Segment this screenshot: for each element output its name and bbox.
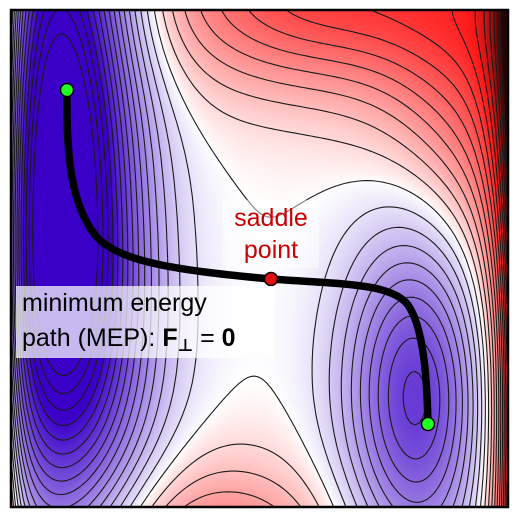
saddle-label-backdrop — [223, 200, 319, 268]
mep-label-prefix: path (MEP): — [22, 324, 162, 352]
contour-line — [489, 10, 508, 266]
end-minimum-marker — [420, 416, 436, 432]
contour-line — [184, 10, 495, 507]
plot-frame — [9, 8, 510, 509]
mep-label-line2: path (MEP): F⊥ = 0 — [22, 324, 236, 355]
contour-line — [11, 10, 474, 507]
contour-line — [11, 10, 493, 507]
contour-line — [200, 10, 498, 507]
contour-line — [493, 10, 508, 232]
contour-line — [11, 10, 486, 507]
mep-label-equals: = — [193, 324, 222, 352]
start-minimum-marker — [59, 82, 75, 98]
contour-line — [221, 10, 500, 507]
contour-line — [11, 10, 463, 507]
mep-label-line1: minimum energy — [22, 289, 207, 317]
mep-label-backdrop — [16, 286, 274, 358]
mep-label-zero: 0 — [222, 324, 236, 352]
contour-line — [451, 10, 507, 507]
mep-label-subscript: ⊥ — [178, 336, 194, 355]
mep-label-force: F — [162, 324, 177, 352]
contour-line — [248, 10, 502, 507]
saddle-label-line2: point — [244, 236, 298, 264]
contour-line — [12, 10, 450, 496]
saddle-label-line1: saddle — [234, 204, 308, 232]
contour-line — [499, 10, 508, 169]
saddle-point-marker — [263, 271, 279, 287]
contour-line — [483, 10, 508, 305]
contour-line — [474, 10, 508, 506]
contour-line — [496, 10, 508, 201]
